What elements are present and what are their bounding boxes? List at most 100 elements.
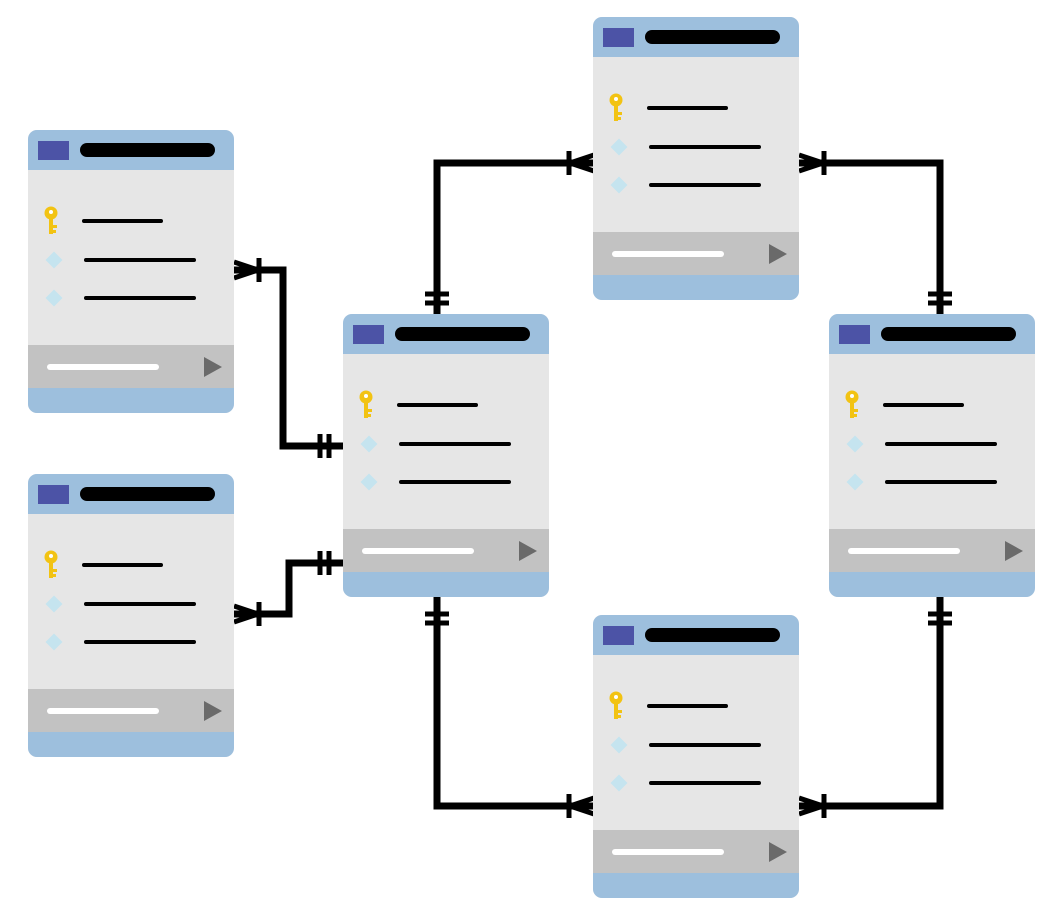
- relationship-center-left-top: [233, 258, 344, 458]
- table-footer: [28, 689, 234, 732]
- play-icon[interactable]: [769, 842, 787, 862]
- field-name-placeholder: [84, 602, 196, 606]
- table-field: [829, 472, 1035, 492]
- table-footer: [343, 529, 549, 572]
- play-icon[interactable]: [519, 541, 537, 561]
- table-card-right[interactable]: [829, 314, 1035, 597]
- table-field: [593, 735, 799, 755]
- table-icon: [839, 325, 870, 344]
- table-field-primary-key: [593, 691, 799, 719]
- play-icon[interactable]: [204, 357, 222, 377]
- table-card-left-top[interactable]: [28, 130, 234, 413]
- field-name-placeholder: [647, 106, 728, 110]
- table-field: [593, 175, 799, 195]
- table-card-center[interactable]: [343, 314, 549, 597]
- table-card-bottom-right[interactable]: [593, 615, 799, 898]
- table-title-placeholder: [80, 143, 215, 157]
- relationship-right-top-right: [798, 151, 952, 315]
- key-icon: [609, 93, 623, 121]
- play-icon[interactable]: [769, 244, 787, 264]
- key-icon: [845, 390, 859, 418]
- footer-text-placeholder: [47, 364, 159, 370]
- field-name-placeholder: [82, 563, 163, 567]
- table-footer: [593, 830, 799, 873]
- table-title-placeholder: [395, 327, 530, 341]
- field-name-placeholder: [649, 145, 761, 149]
- key-icon: [359, 390, 373, 418]
- relationship-center-bottom-right: [425, 596, 595, 818]
- footer-text-placeholder: [848, 548, 960, 554]
- table-icon: [38, 485, 69, 504]
- table-bottom-band: [28, 732, 234, 757]
- table-card-left-bottom[interactable]: [28, 474, 234, 757]
- footer-text-placeholder: [612, 251, 724, 257]
- field-name-placeholder: [82, 219, 163, 223]
- table-card-top-right[interactable]: [593, 17, 799, 300]
- diamond-icon: [45, 595, 63, 613]
- table-field: [829, 434, 1035, 454]
- key-icon: [44, 550, 58, 578]
- field-name-placeholder: [399, 480, 511, 484]
- table-header: [593, 615, 799, 655]
- table-bottom-band: [343, 572, 549, 597]
- diamond-icon: [846, 473, 864, 491]
- table-header: [829, 314, 1035, 354]
- footer-text-placeholder: [362, 548, 474, 554]
- play-icon[interactable]: [1005, 541, 1023, 561]
- table-bottom-band: [829, 572, 1035, 597]
- relationship-center-top-right: [425, 151, 595, 315]
- diamond-icon: [45, 251, 63, 269]
- table-field: [593, 773, 799, 793]
- field-name-placeholder: [649, 743, 761, 747]
- table-title-placeholder: [645, 30, 780, 44]
- relationship-center-left-bottom: [233, 551, 344, 626]
- field-name-placeholder: [399, 442, 511, 446]
- diamond-icon: [360, 473, 378, 491]
- table-field: [28, 632, 234, 652]
- table-footer: [829, 529, 1035, 572]
- table-field-primary-key: [829, 390, 1035, 418]
- key-icon: [609, 691, 623, 719]
- table-bottom-band: [593, 275, 799, 300]
- table-icon: [353, 325, 384, 344]
- diamond-icon: [846, 435, 864, 453]
- table-field: [343, 434, 549, 454]
- table-field: [28, 288, 234, 308]
- table-footer: [593, 232, 799, 275]
- table-header: [28, 474, 234, 514]
- field-name-placeholder: [885, 480, 997, 484]
- diamond-icon: [610, 176, 628, 194]
- table-header: [28, 130, 234, 170]
- table-field-primary-key: [343, 390, 549, 418]
- diamond-icon: [45, 633, 63, 651]
- table-field: [28, 594, 234, 614]
- table-field: [343, 472, 549, 492]
- table-icon: [603, 28, 634, 47]
- field-name-placeholder: [649, 781, 761, 785]
- diamond-icon: [610, 736, 628, 754]
- table-bottom-band: [593, 873, 799, 898]
- table-title-placeholder: [881, 327, 1016, 341]
- table-icon: [38, 141, 69, 160]
- footer-text-placeholder: [612, 849, 724, 855]
- diamond-icon: [45, 289, 63, 307]
- table-bottom-band: [28, 388, 234, 413]
- table-title-placeholder: [80, 487, 215, 501]
- field-name-placeholder: [649, 183, 761, 187]
- field-name-placeholder: [885, 442, 997, 446]
- table-icon: [603, 626, 634, 645]
- play-icon[interactable]: [204, 701, 222, 721]
- diamond-icon: [610, 774, 628, 792]
- field-name-placeholder: [84, 296, 196, 300]
- field-name-placeholder: [84, 640, 196, 644]
- table-footer: [28, 345, 234, 388]
- field-name-placeholder: [397, 403, 478, 407]
- footer-text-placeholder: [47, 708, 159, 714]
- table-field-primary-key: [593, 93, 799, 121]
- field-name-placeholder: [883, 403, 964, 407]
- diamond-icon: [610, 138, 628, 156]
- table-field: [593, 137, 799, 157]
- table-field: [28, 250, 234, 270]
- table-field-primary-key: [28, 206, 234, 234]
